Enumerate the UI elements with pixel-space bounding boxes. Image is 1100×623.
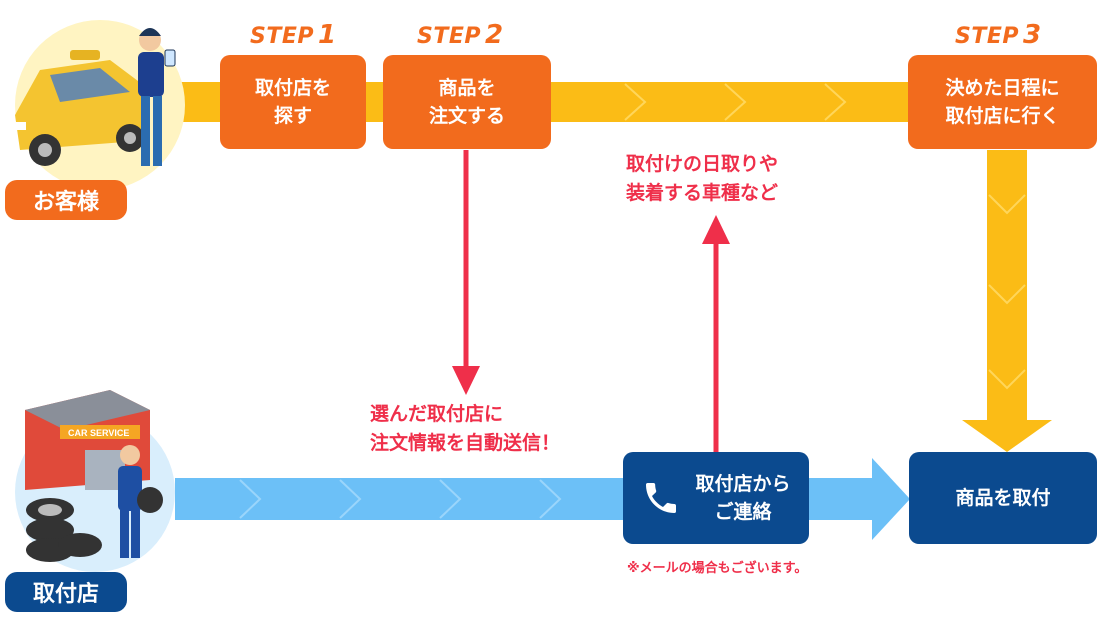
step1-label-text: STEP xyxy=(250,24,315,49)
auto-send-note-line2: 注文情報を自動送信！ xyxy=(370,432,561,454)
contact-arrowhead xyxy=(702,215,730,244)
shop-flow-arrowhead xyxy=(872,458,910,540)
install-box: 商品を取付 xyxy=(909,452,1097,544)
install-box-label: 商品を取付 xyxy=(955,487,1051,509)
contact-box-text: 取付店から ご連絡 xyxy=(695,470,790,526)
step3-label-text: STEP xyxy=(955,24,1020,49)
step1-box: 取付店を 探す xyxy=(220,55,366,149)
step2-box: 商品を 注文する xyxy=(383,55,551,149)
mechanic-person-icon xyxy=(118,445,163,558)
contact-box-line2: ご連絡 xyxy=(714,501,772,523)
step3-box-line1: 決めた日程に xyxy=(945,77,1060,99)
step3-box: 決めた日程に 取付店に行く xyxy=(908,55,1097,149)
customer-down-track xyxy=(987,150,1027,425)
shop-badge-label: 取付店 xyxy=(32,582,99,607)
contact-box: 取付店から ご連絡 xyxy=(623,452,809,544)
step2-box-line2: 注文する xyxy=(428,105,505,127)
shop-badge: 取付店 xyxy=(5,572,127,612)
customer-badge: お客様 xyxy=(5,180,127,220)
schedule-note-line2: 装着する車種など xyxy=(626,182,779,204)
taxi-car-icon xyxy=(8,50,150,166)
mail-note: ※メールの場合もございます。 xyxy=(627,561,808,576)
schedule-note-line1: 取付けの日取りや xyxy=(626,153,779,175)
yellow-chevrons xyxy=(624,83,847,121)
step3-box-line2: 取付店に行く xyxy=(945,105,1060,127)
step2-label-text: STEP xyxy=(417,24,482,49)
phone-icon xyxy=(646,483,677,513)
customer-illustration xyxy=(8,20,185,190)
step1-number: 1 xyxy=(318,20,337,50)
customer-person-icon xyxy=(138,28,176,166)
step3-number: 3 xyxy=(1023,20,1042,50)
customer-badge-label: お客様 xyxy=(32,190,99,215)
step2-number: 2 xyxy=(485,20,504,50)
customer-down-arrowhead xyxy=(962,420,1052,452)
yellow-down-chevrons xyxy=(988,194,1026,390)
step1-box-line1: 取付店を xyxy=(254,77,331,99)
shop-illustration: CAR SERVICE xyxy=(15,390,175,572)
step2-box-line1: 商品を xyxy=(438,77,496,99)
auto-send-note-line1: 選んだ取付店に xyxy=(370,403,504,425)
auto-send-note: 選んだ取付店に 注文情報を自動送信！ xyxy=(370,400,560,458)
blue-chevrons xyxy=(239,479,562,519)
auto-send-arrowhead xyxy=(452,366,480,395)
step1-box-line2: 探す xyxy=(273,105,312,127)
schedule-note: 取付けの日取りや 装着する車種など xyxy=(626,150,778,208)
car-service-sign-text: CAR SERVICE xyxy=(68,428,129,438)
contact-box-line1: 取付店から xyxy=(695,473,791,495)
tires-icon xyxy=(26,498,102,562)
